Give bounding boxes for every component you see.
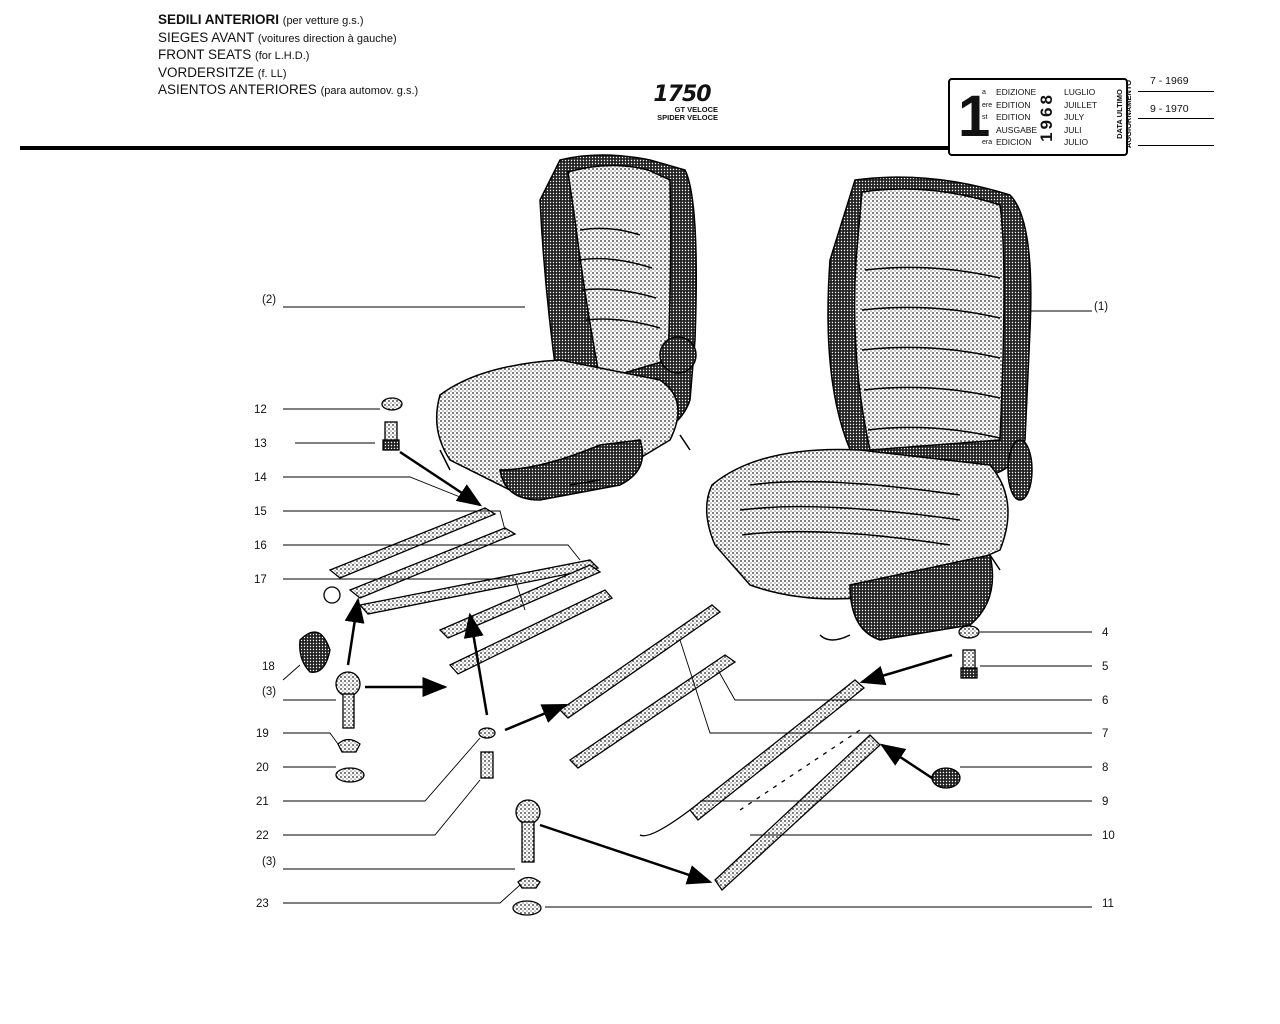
edition-ordinal: ere [982, 102, 993, 109]
header-rule [20, 146, 955, 150]
callout-16: 16 [254, 540, 267, 552]
edition-number: 1 [958, 84, 991, 149]
callout-23: 23 [256, 898, 269, 910]
title-it: SEDILI ANTERIORI (per vetture g.s.) [158, 12, 364, 27]
callout-7: 7 [1102, 728, 1108, 740]
callout-12: 12 [254, 404, 267, 416]
assembly-arrows [344, 450, 953, 885]
callout-21: 21 [256, 796, 269, 808]
update-line [1138, 118, 1214, 119]
callout-15: 15 [254, 506, 267, 518]
callout-20: 20 [256, 762, 269, 774]
callout-10: 10 [1102, 830, 1115, 842]
model-number: 1750 [653, 82, 711, 107]
edition-ordinal: a [982, 89, 986, 96]
title-fr: SIEGES AVANT (voitures direction à gauch… [158, 29, 397, 45]
title-en: FRONT SEATS (for L.H.D.) [158, 47, 310, 63]
callout-9: 9 [1102, 796, 1108, 808]
update-date-1: 7 - 1969 [1150, 75, 1189, 87]
update-date-2: 9 - 1970 [1150, 103, 1189, 115]
callout-seat-2: (2) [262, 294, 276, 306]
callout-4: 4 [1102, 627, 1109, 639]
callout-14: 14 [254, 472, 267, 484]
callout-3b: (3) [262, 856, 276, 868]
seat-1-illustration [706, 176, 1033, 641]
title-es: ASIENTOS ANTERIORES (para automov. g.s.) [158, 82, 419, 98]
callout-18: 18 [262, 661, 275, 673]
callout-5: 5 [1102, 661, 1108, 673]
title-block: SEDILI ANTERIORI (per vetture g.s.) SIEG… [158, 12, 418, 100]
model-logo: 1750 GT VELOCE SPIDER VELOCE [642, 84, 722, 122]
edition-ordinal: st [982, 114, 988, 121]
edition-languages: EDIZIONE EDITION EDITION AUSGABE EDICION [996, 87, 1038, 147]
callout-11: 11 [1102, 898, 1114, 910]
update-line [1138, 91, 1214, 92]
leader-lines [282, 306, 1092, 908]
edition-box: 1 a ere st . era EDIZIONE EDITION EDITIO… [948, 78, 1128, 156]
callout-seat-1: (1) [1094, 301, 1108, 313]
callout-22: 22 [256, 830, 269, 842]
title-de: VORDERSITZE (f. LL) [158, 64, 287, 80]
callout-13: 13 [254, 438, 267, 450]
left-rail-group [299, 507, 614, 675]
callout-19: 19 [256, 728, 269, 740]
callout-6: 6 [1102, 695, 1108, 707]
hardware-parts [335, 397, 980, 916]
seat-2-illustration [435, 154, 697, 501]
callout-8: 8 [1102, 762, 1108, 774]
update-line [1138, 145, 1214, 146]
model-variant-spider: SPIDER VELOCE [657, 113, 718, 122]
edition-ordinal: . [982, 126, 984, 133]
callout-3a: (3) [262, 686, 276, 698]
model-variant-gt: GT VELOCE [674, 105, 718, 114]
callout-17: 17 [254, 574, 267, 586]
edition-months: LUGLIO JUILLET JULY JULI JULIO [1064, 87, 1098, 147]
edition-ordinal: era [982, 139, 993, 146]
